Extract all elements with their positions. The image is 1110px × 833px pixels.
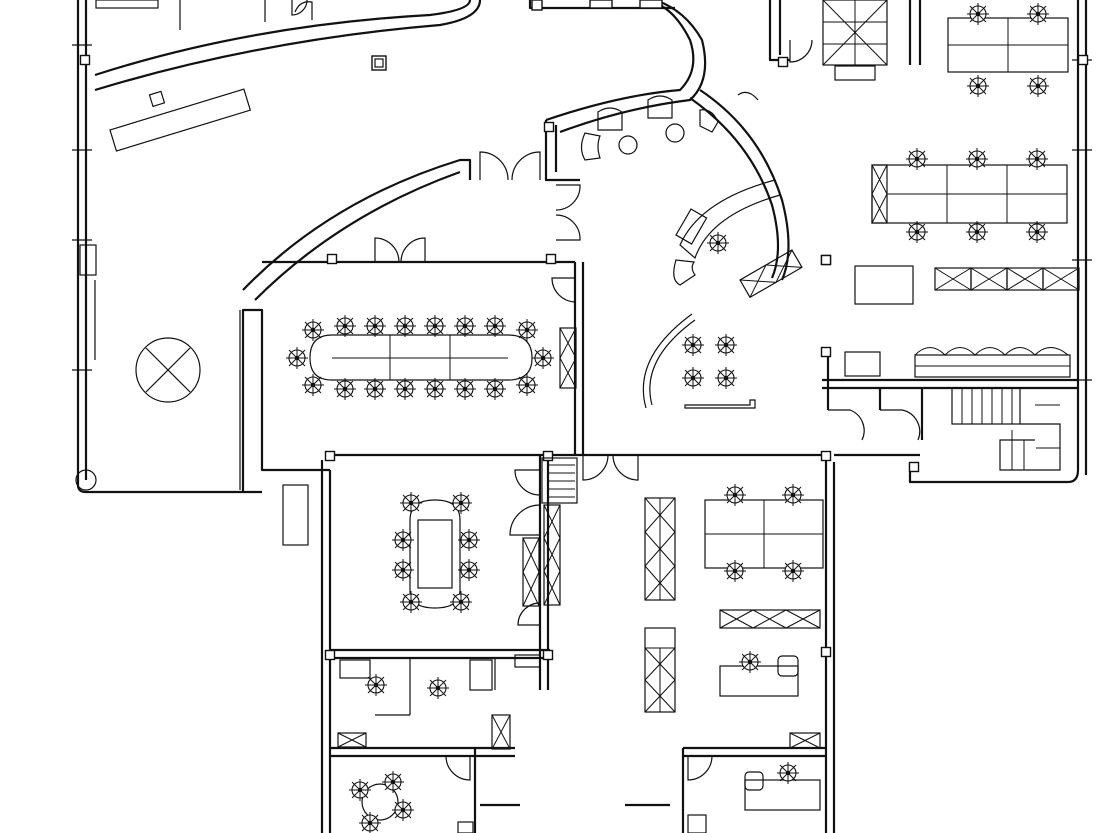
lounge [580,95,719,161]
workstations-top-right [844,2,1080,378]
doors [291,0,921,781]
reception-area [75,55,387,546]
conference-chairs-bottom [301,373,539,401]
interior-walls [242,0,1078,833]
stairs [541,387,1061,504]
meeting-room [391,491,561,614]
private-office-1 [337,654,541,750]
workstations-south [644,483,824,833]
private-office-2 [348,770,474,833]
round-fixture [135,337,201,403]
conference-chairs-top [301,314,539,342]
curved-reception-desk [642,179,832,409]
storage-room [822,0,888,81]
small-meeting-table [681,333,738,390]
file-cabinets-row [934,267,1080,291]
conference-room [239,310,577,490]
